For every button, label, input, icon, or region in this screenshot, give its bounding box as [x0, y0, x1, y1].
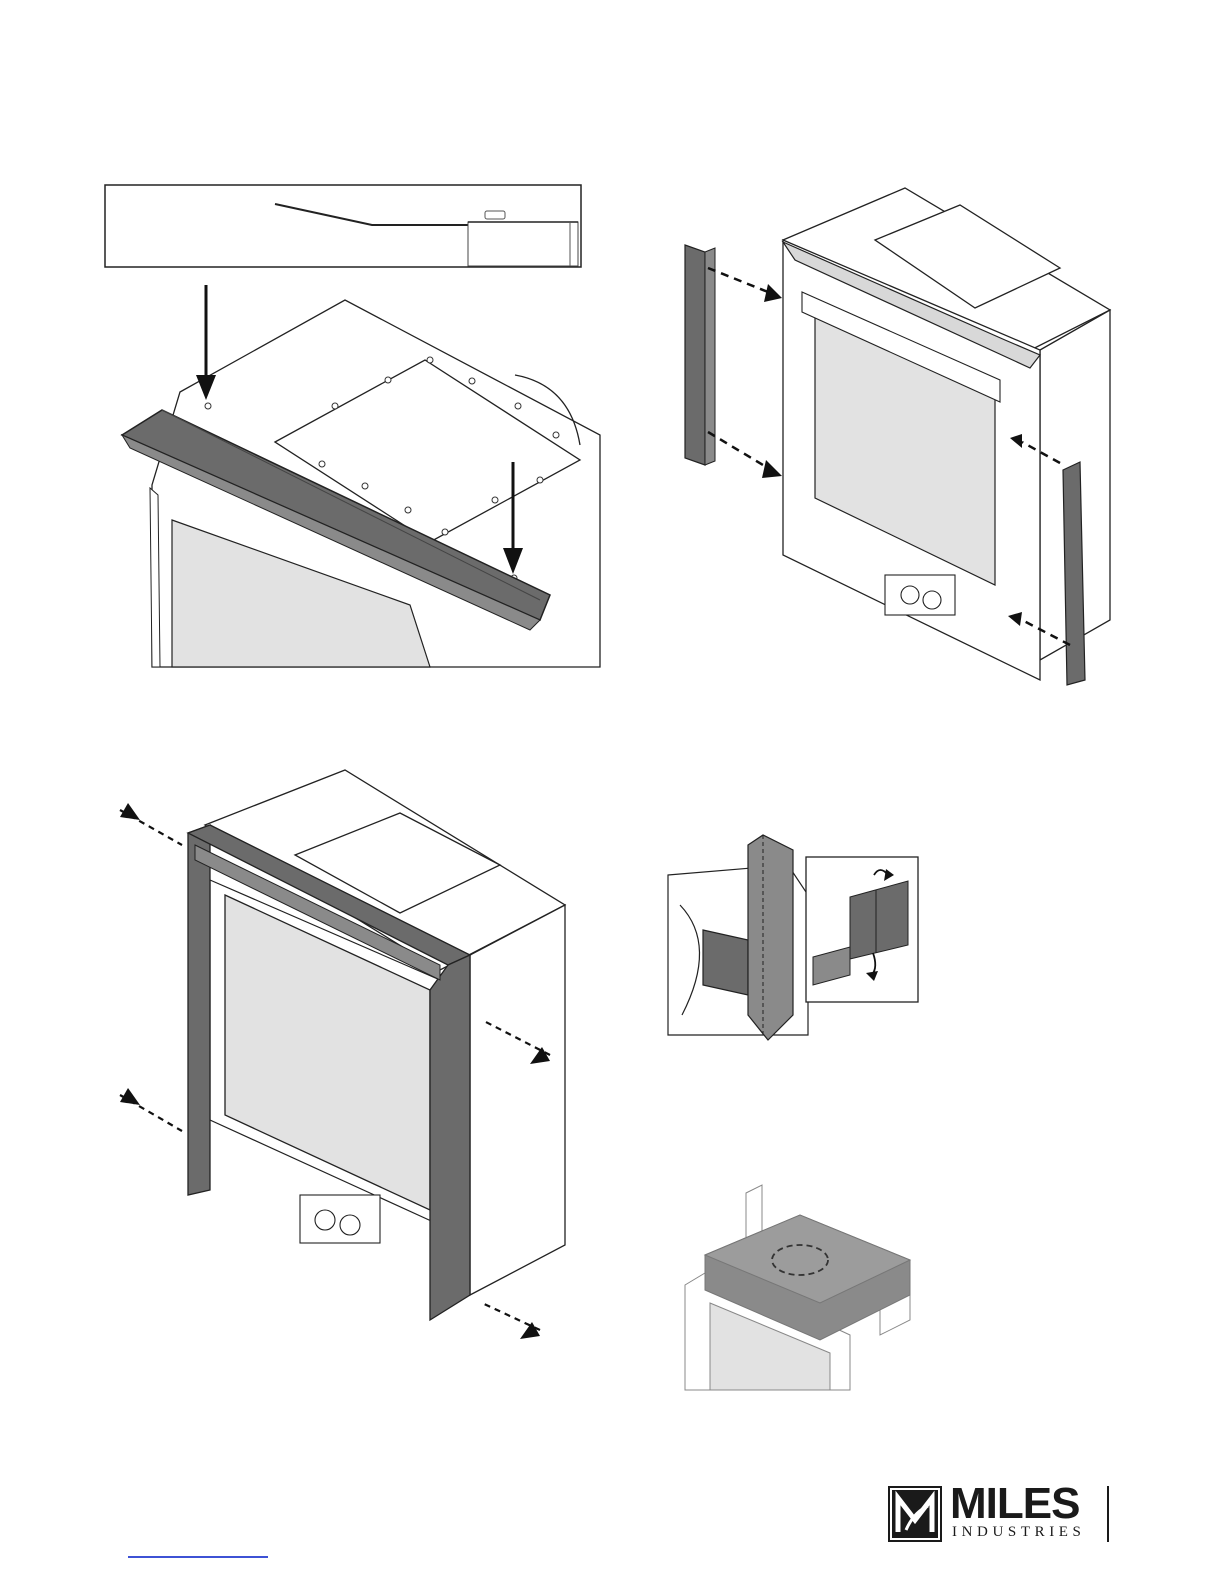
logo-sub: INDUSTRIES: [952, 1524, 1086, 1540]
left-trim-strip: [685, 245, 715, 465]
inset-top-edge: [468, 222, 578, 266]
logo-mark-icon: [888, 1486, 942, 1542]
unit-right-side: [470, 905, 565, 1295]
vertical-angle: [748, 835, 793, 1040]
figure-side-trims: [670, 180, 1110, 690]
logo-brand: MILES: [950, 1482, 1079, 1526]
figure-corner-bracket: [668, 835, 923, 1045]
logo-divider: [1107, 1486, 1109, 1542]
figure-top-insulation: [670, 1185, 920, 1390]
figure-top-deflector: [100, 180, 600, 680]
figure-surround-frame: [110, 765, 570, 1345]
miles-industries-logo: MILES INDUSTRIES: [888, 1486, 1116, 1544]
folded-bracket: [703, 930, 748, 995]
footer-link-underline[interactable]: [128, 1556, 268, 1558]
